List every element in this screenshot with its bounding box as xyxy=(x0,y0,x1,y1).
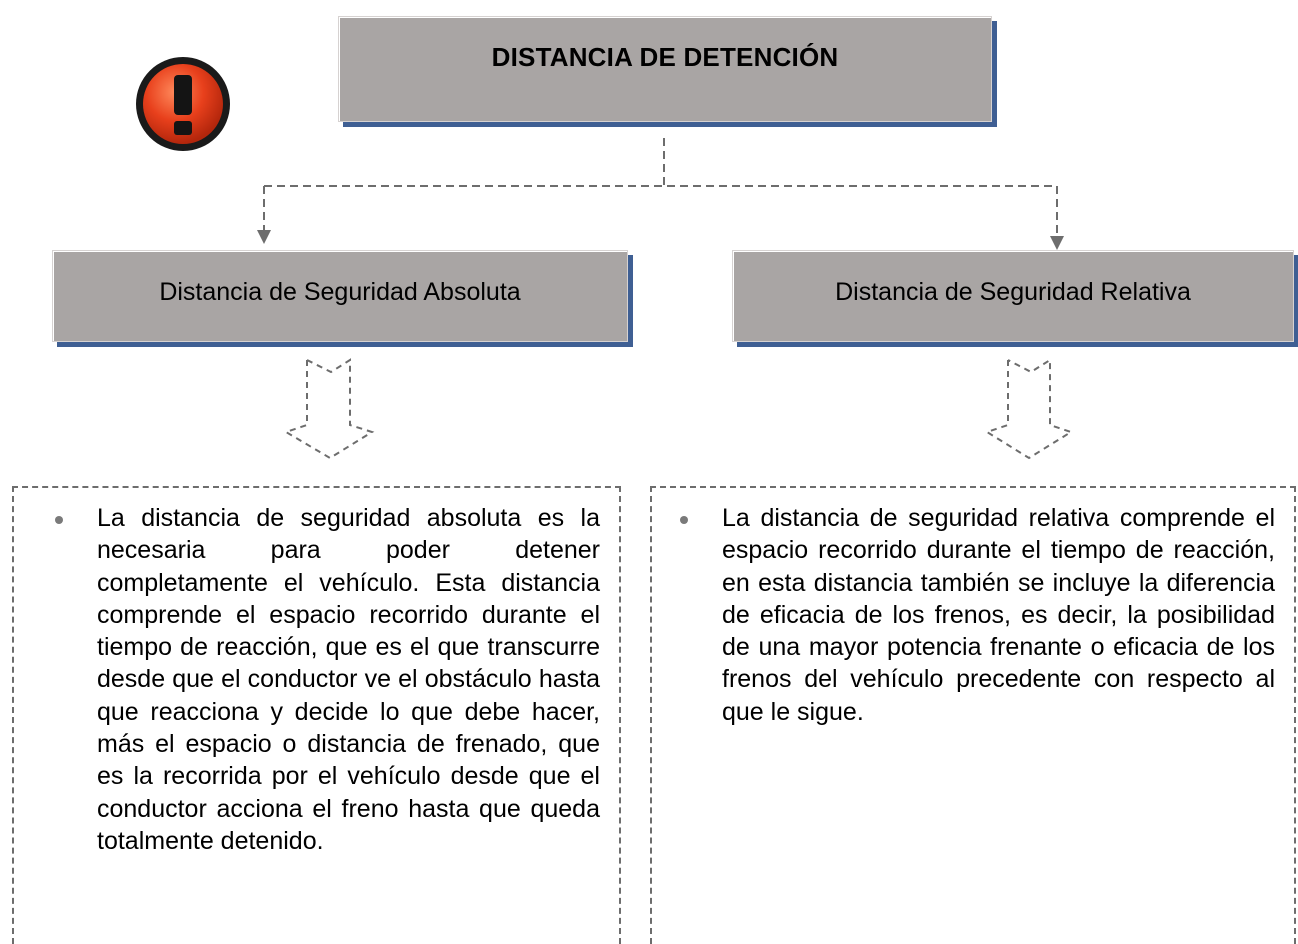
title-box: DISTANCIA DE DETENCIÓN xyxy=(338,16,992,122)
absolute-distance-heading: Distancia de Seguridad Absoluta xyxy=(159,277,521,306)
page-title: DISTANCIA DE DETENCIÓN xyxy=(491,41,839,72)
arrowhead-left xyxy=(257,230,271,244)
hollow-down-arrow-right xyxy=(984,358,1074,460)
bullet-dot xyxy=(680,516,688,524)
relative-distance-heading: Distancia de Seguridad Relativa xyxy=(835,277,1191,306)
exclamation-warning-icon xyxy=(136,57,230,151)
relative-distance-box: Distancia de Seguridad Relativa xyxy=(732,250,1294,342)
warning-icon xyxy=(134,55,232,153)
absolute-distance-bullet: La distancia de seguridad absoluta es la… xyxy=(55,502,600,857)
hollow-down-arrow-left xyxy=(283,358,375,460)
relative-distance-text: La distancia de seguridad relativa compr… xyxy=(722,504,1275,726)
absolute-distance-box: Distancia de Seguridad Absoluta xyxy=(52,250,628,342)
absolute-distance-text: La distancia de seguridad absoluta es la… xyxy=(97,504,600,855)
relative-distance-bullet: La distancia de seguridad relativa compr… xyxy=(680,502,1275,728)
absolute-distance-textbox xyxy=(12,486,621,944)
relative-distance-textbox xyxy=(650,486,1296,944)
arrowhead-right xyxy=(1050,236,1064,250)
bullet-dot xyxy=(55,516,63,524)
